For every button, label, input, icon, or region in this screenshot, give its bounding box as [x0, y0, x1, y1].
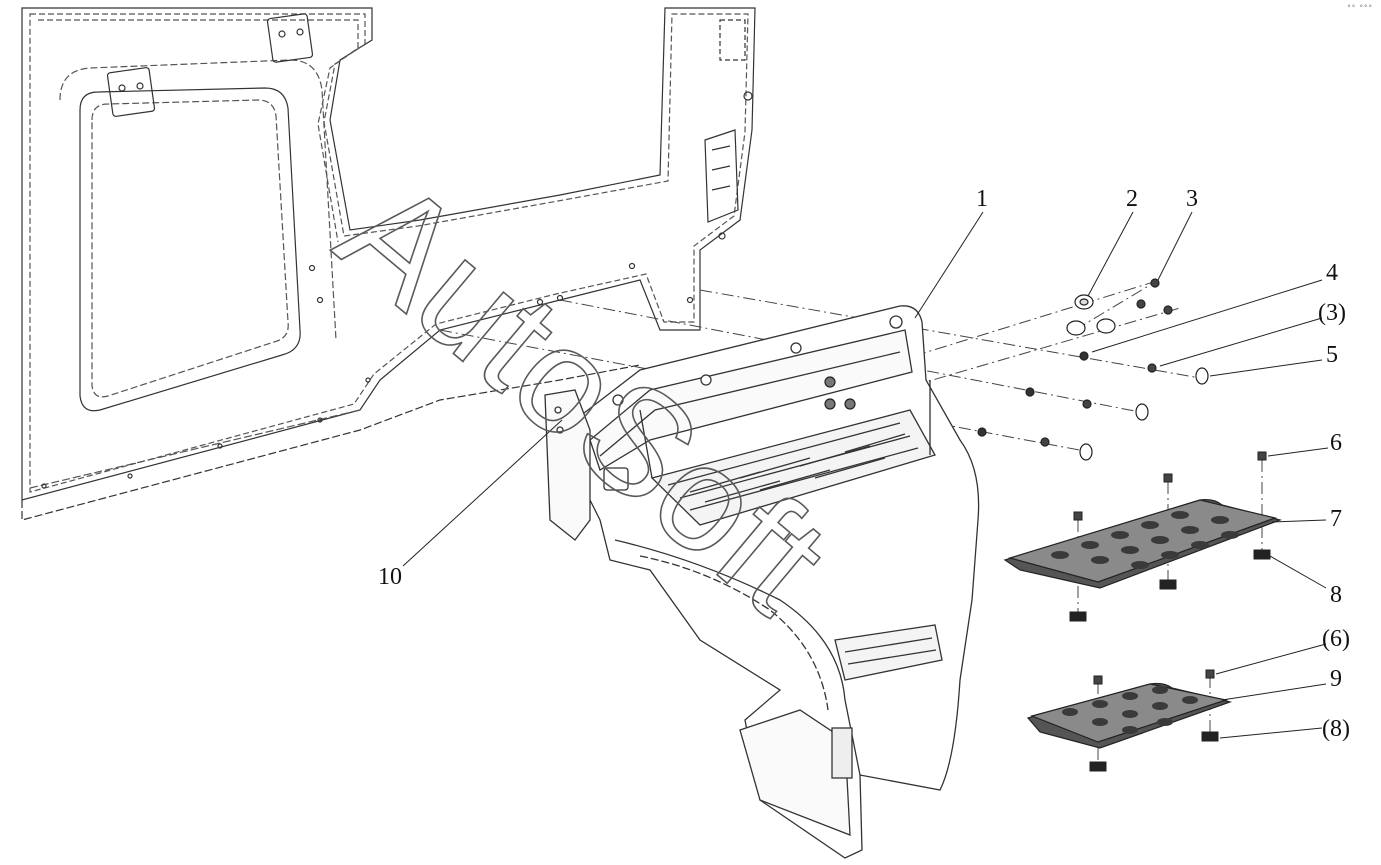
callout-3: 3 [1186, 186, 1198, 212]
callout-8: 8 [1330, 582, 1342, 608]
callout-9: 9 [1330, 666, 1342, 692]
step-plate-7 [1003, 498, 1282, 589]
bolt-group-3 [1040, 278, 1173, 447]
fasteners [824, 278, 1209, 461]
callout-labels: 1 2 3 4 (3) 5 6 7 8 (6) 9 (8) 10 [378, 186, 1350, 742]
callout-2: 2 [1126, 186, 1138, 212]
plate-bolts-and-clips [1069, 451, 1271, 772]
callout-6-repeat: (6) [1322, 626, 1350, 652]
callout-1: 1 [976, 186, 988, 212]
callout-10: 10 [378, 564, 402, 590]
callout-5: 5 [1326, 342, 1338, 368]
corner-mark: °° °°° [1347, 4, 1373, 12]
cab-side-panel [21, 7, 756, 521]
callout-6: 6 [1330, 430, 1342, 456]
step-plate-9 [1026, 682, 1233, 749]
step-assembly [544, 305, 980, 859]
callout-3-repeat: (3) [1318, 300, 1346, 326]
callout-8-repeat: (8) [1322, 716, 1350, 742]
callout-4: 4 [1326, 260, 1338, 286]
leader-lines [402, 211, 1329, 739]
callout-7: 7 [1330, 506, 1342, 532]
